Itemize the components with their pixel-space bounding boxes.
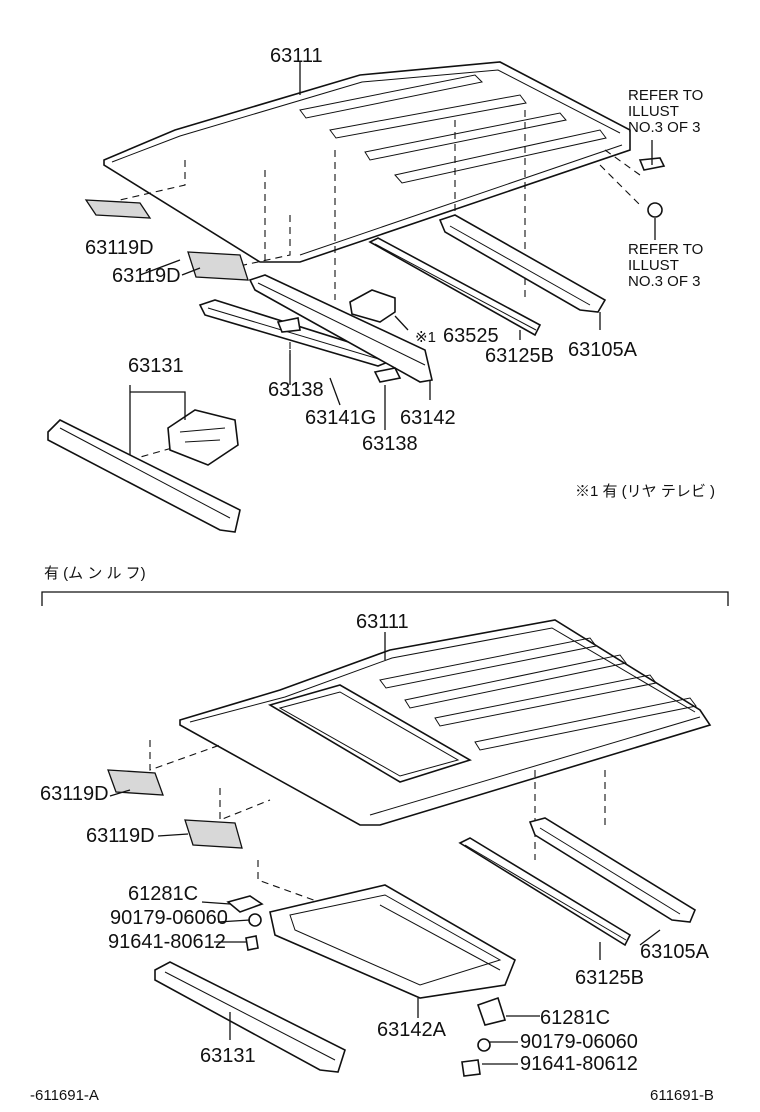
top-pad-left (84, 199, 152, 219)
label-90179-left: 90179-06060 (110, 907, 228, 929)
section-bracket (41, 591, 729, 606)
top-bow-63105a (438, 214, 607, 313)
top-mechanism-63131 (167, 409, 239, 466)
bottom-leader-lines (109, 632, 661, 1065)
note-mark: ※1 (415, 329, 436, 346)
bottom-nut-left (248, 913, 262, 927)
top-bracket-63142 (373, 367, 402, 383)
section-title: 有 (ム ン ル フ) (44, 565, 146, 582)
bottom-pad-left (107, 769, 164, 796)
label-90179-right: 90179-06060 (520, 1031, 638, 1053)
bottom-clip-right (476, 996, 507, 1026)
bottom-sunroof-frame (269, 884, 517, 999)
bottom-nut-right (477, 1038, 491, 1052)
label-63119d-top-a: 63119D (85, 237, 154, 259)
label-91641-left: 91641-80612 (108, 931, 226, 953)
refer-2-line-3: NO.3 OF 3 (628, 273, 701, 290)
refer-2-line-1: REFER TO (628, 241, 703, 258)
label-63138-top-b: 63138 (362, 433, 418, 455)
label-63142a: 63142A (377, 1019, 447, 1041)
bottom-roof-panel (179, 619, 712, 826)
bottom-bolt-right (461, 1059, 481, 1077)
bottom-pad-mid (184, 819, 243, 849)
footer-right-code: 611691-B (650, 1087, 714, 1104)
label-63125b-top: 63125B (485, 345, 554, 367)
top-roof-panel (103, 61, 631, 263)
footer-left-code: -611691-A (30, 1087, 99, 1104)
refer-1-line-2: ILLUST (628, 103, 679, 120)
bottom-bolt-left (245, 935, 259, 951)
top-bracket-63525 (349, 289, 396, 323)
refer-1-line-1: REFER TO (628, 87, 703, 104)
bottom-header-63131 (154, 961, 346, 1073)
label-63119d-top-b: 63119D (112, 265, 181, 287)
label-63131-top: 63131 (128, 355, 184, 377)
label-63119d-bottom-a: 63119D (40, 783, 109, 805)
bottom-bow-63125b (458, 837, 632, 947)
top-leader-lines (129, 62, 601, 455)
top-pad-mid (187, 251, 249, 281)
label-63131-bottom: 63131 (200, 1045, 256, 1067)
label-63125b-bottom: 63125B (575, 967, 644, 989)
label-63105a-top: 63105A (568, 339, 638, 361)
label-61281c-left: 61281C (128, 883, 198, 905)
label-63119d-bottom-b: 63119D (86, 825, 155, 847)
footnote: ※1 有 (リヤ テレビ ) (575, 483, 715, 500)
label-63141g: 63141G (305, 407, 376, 429)
label-63105a-bottom: 63105A (640, 941, 710, 963)
label-91641-right: 91641-80612 (520, 1053, 638, 1075)
top-bracket-63138-a (276, 317, 301, 333)
label-61281c-right: 61281C (540, 1007, 610, 1029)
refer-2-line-2: ILLUST (628, 257, 679, 274)
label-63138-top-a: 63138 (268, 379, 324, 401)
refer-1-line-3: NO.3 OF 3 (628, 119, 701, 136)
label-63111-bottom: 63111 (356, 611, 409, 633)
label-63142: 63142 (400, 407, 456, 429)
bottom-clip-left (226, 895, 264, 913)
top-clip-lower (647, 202, 663, 218)
bottom-bow-63105a (528, 817, 697, 923)
label-63111-top: 63111 (270, 45, 323, 67)
top-header-63131 (47, 419, 241, 533)
label-63525: 63525 (443, 325, 499, 347)
